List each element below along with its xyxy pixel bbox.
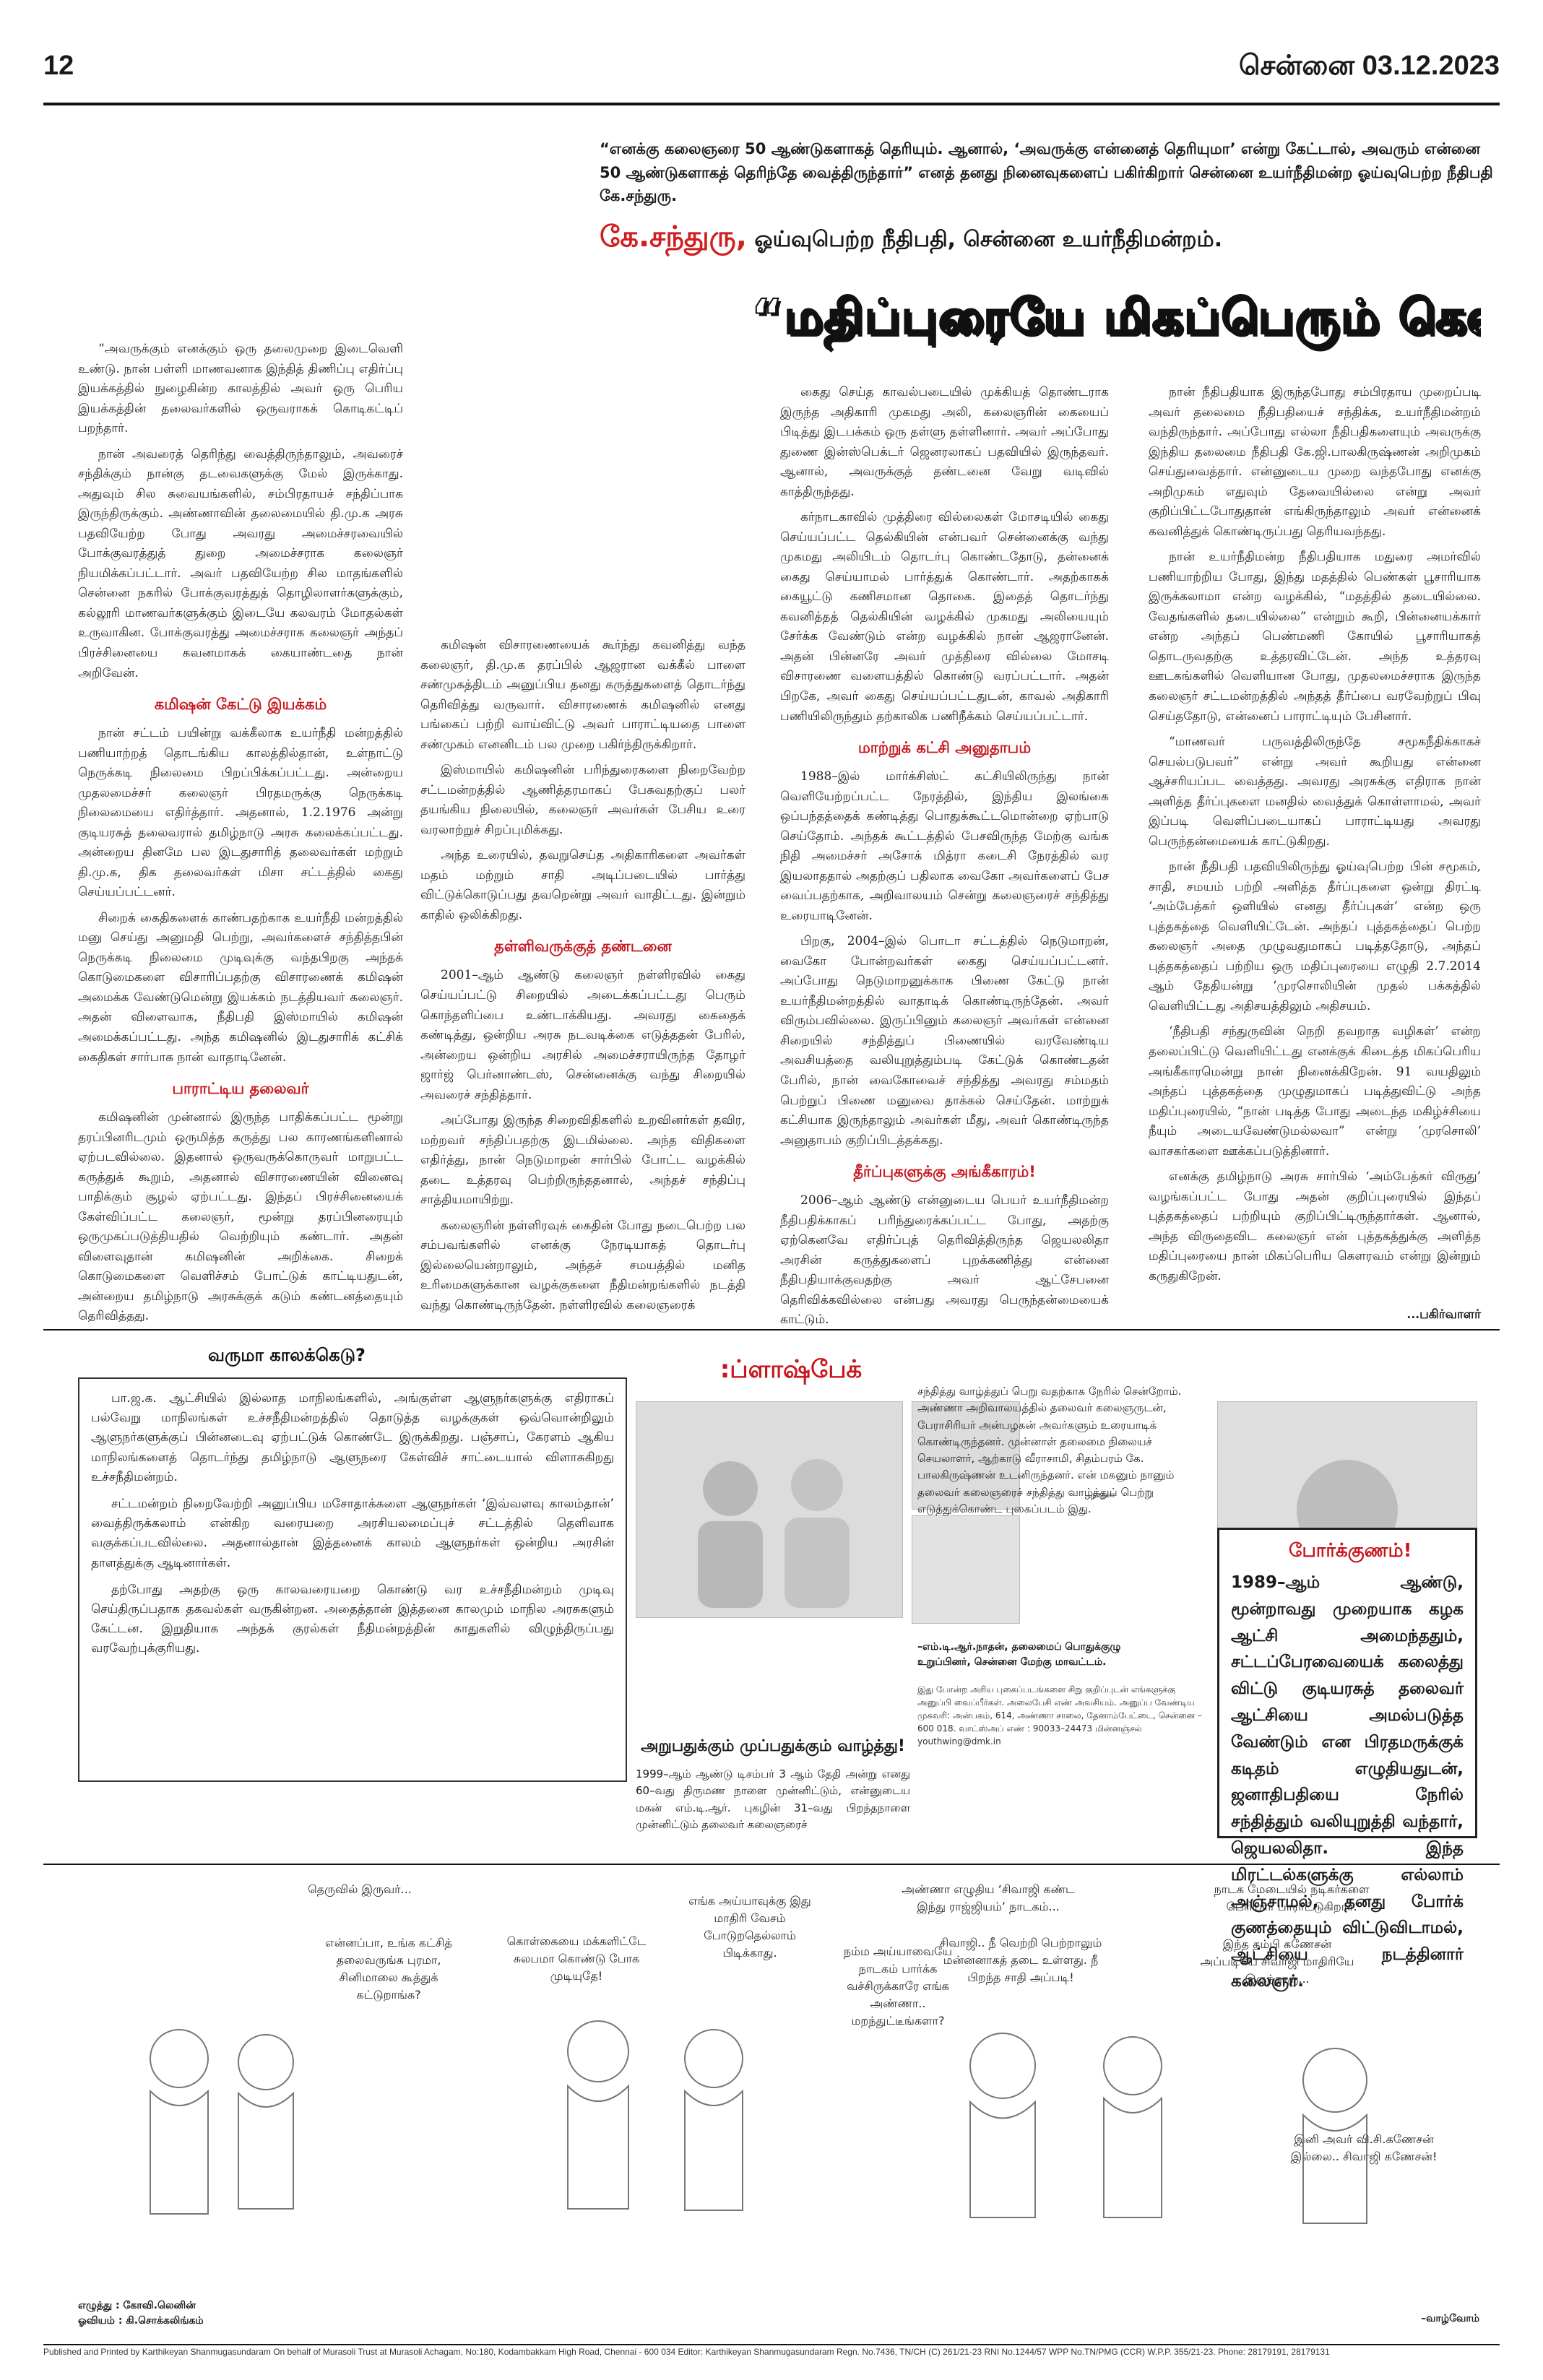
paragraph: எனக்கு தமிழ்நாடு அரசு சார்பில் ‘அம்பேத்க… <box>1149 1169 1481 1284</box>
intro-text: “எனக்கு கலைஞரை 50 ஆண்டுகளாகத் தெரியும். … <box>600 140 1493 205</box>
paragraph: கர்நாடகாவில் முத்திரை வில்லைகள் மோசடியில… <box>780 510 1109 724</box>
paragraph: நான் நீதிபதி பதவியிலிருந்து ஓய்வுபெற்ற ப… <box>1149 860 1481 1013</box>
paragraph: கலைஞரின் நள்ளிரவுக் கைதின் போது நடைபெற்ற… <box>420 1218 745 1312</box>
byline-name: கே.சந்துரு, <box>600 220 747 254</box>
article-end-mark: ...பகிர்வாளர் <box>1406 1307 1481 1322</box>
flashback-notice: இது போன்ற அரிய புகைப்படங்களை சிறு குறிப்… <box>917 1684 1203 1747</box>
byline-title: ஓய்வுபெற்ற நீதிபதி, சென்னை உயர்நீதிமன்றம… <box>754 227 1223 252</box>
paragraph: நான் உயர்நீதிமன்ற நீதிபதியாக மதுரை அமர்வ… <box>1149 550 1481 724</box>
signature-line-2: உறுப்பினர், சென்னை மேற்கு மாவட்டம். <box>917 1656 1107 1668</box>
section-rule <box>43 1864 1500 1865</box>
flashback-photo-3 <box>912 1515 1020 1624</box>
cartoon-caption: தெருவில் இருவர்... <box>308 1882 412 1896</box>
varuma-box: பா.ஜ.க. ஆட்சியில் இல்லாத மாநிலங்களில், அ… <box>78 1377 627 1782</box>
speech-bubble: கொள்கையை மக்களிட்டே சுலபமா கொண்டு போக மு… <box>506 1934 647 1983</box>
paragraph: கைது செய்த காவல்படையில் முக்கியத் தொண்டர… <box>780 385 1109 499</box>
paragraph: நான் நீதிபதியாக இருந்தபோது சம்பிரதாய முற… <box>1149 385 1481 539</box>
subheading: பாராட்டிய தலைவர் <box>172 1080 309 1098</box>
masthead: 12 சென்னை 03.12.2023 <box>43 51 1500 101</box>
continue-mark: –வாழ்வோம் <box>1421 2313 1479 2324</box>
paragraph: “அவருக்கும் எனக்கும் ஒரு தலைமுறை இடைவெளி… <box>78 342 403 436</box>
paragraph: கமிஷன் விசாரணையைக் கூர்ந்து கவனித்து வந்… <box>420 638 745 752</box>
cartoon-credits: எழுத்து : கோவி.லெனின் ஓவியம் : கி.சொக்கல… <box>78 2298 204 2329</box>
paragraph: அப்போது இருந்த சிறைவிதிகளில் உறவினர்கள் … <box>420 1113 745 1208</box>
flashback-signature: –எம்.டி.ஆர்.நாதன், தலைமைப் பொதுக்குழு உற… <box>917 1640 1206 1670</box>
byline: கே.சந்துரு, ஓய்வுபெற்ற நீதிபதி, சென்னை உ… <box>600 220 1503 257</box>
paragraph: நான் அவரைத் தெரிந்து வைத்திருந்தாலும், அ… <box>78 446 403 680</box>
cartoon-caption: அண்ணா எழுதிய ‘சிவாஜி கண்ட இந்து ராஜ்ஜியம… <box>902 1882 1075 1913</box>
paragraph: ‘நீதிபதி சந்துருவின் நெறி தவறாத வழிகள்’ … <box>1149 1024 1481 1159</box>
masthead-rule <box>43 103 1500 105</box>
paragraph: சட்டமன்றம் நிறைவேற்றி அனுப்பிய மசோதாக்கள… <box>91 1496 614 1570</box>
war-title: போர்க்குணம்! <box>1289 1540 1412 1562</box>
paragraph: அந்த உரையில், தவறுசெய்த அதிகாரிகளை அவர்க… <box>420 848 745 922</box>
paragraph: பிறகு, 2004–இல் பொடா சட்டத்தில் நெடுமாறன… <box>780 934 1109 1148</box>
page-date: சென்னை 03.12.2023 <box>1238 51 1500 81</box>
aru-text: 1999–ஆம் ஆண்டு டிசம்பர் 3 ஆம் தேதி அன்று… <box>636 1767 910 1831</box>
paragraph: சிறைக் கைதிகளைக் காண்பதற்காக உயர்நீதி மன… <box>78 910 403 1065</box>
headline: “மதிப்புரையே மிகப்பெரும் கௌரவம்!” <box>751 289 1481 345</box>
flashback-story: சந்தித்து வாழ்த்துப் பெறு வதற்காக நேரில்… <box>917 1385 1182 1515</box>
article-column-3: கைது செய்த காவல்படையில் முக்கியத் தொண்டர… <box>780 383 1109 1325</box>
credit-artist: ஓவியம் : கி.சொக்கலிங்கம் <box>78 2315 204 2327</box>
paragraph: தற்போது அதற்கு ஒரு காலவரையறை கொண்டு வர உ… <box>91 1582 614 1656</box>
varuma-title: வருமா காலக்கெடு? <box>208 1345 366 1365</box>
speech-bubble: சிவாஜி.. நீ வெற்றி பெற்றாலும் மன்னனாகத் … <box>939 1936 1102 1984</box>
subheading: தீர்ப்புகளுக்கு அங்கீகாரம்! <box>853 1163 1036 1181</box>
paragraph: 2001–ஆம் ஆண்டு கலைஞர் நள்ளிரவில் கைது செ… <box>420 968 745 1102</box>
war-box: போர்க்குணம்! 1989–ஆம் ஆண்டு, மூன்றாவது ம… <box>1217 1528 1477 1991</box>
cartoon-illustration-icon <box>150 2020 1367 2224</box>
paragraph: நான் சட்டம் பயின்று வக்கீலாக உயர்நீதி மன… <box>78 726 403 900</box>
credit-writer: எழுத்து : கோவி.லெனின் <box>78 2300 196 2311</box>
article-column-1: “அவருக்கும் எனக்கும் ஒரு தலைமுறை இடைவெளி… <box>78 339 403 1322</box>
speech-bubble: இந்த தம்பி கணேசன் அப்படியே சிவாஜி மாதிரி… <box>1200 1937 1354 1986</box>
paragraph: இஸ்மாயில் கமிஷனின் பரிந்துரைகளை நிறைவேற்… <box>420 763 745 837</box>
photo-caption: நாதன் <box>1091 1489 1115 1500</box>
subheading: கமிஷன் கேட்டு இயக்கம் <box>154 696 327 714</box>
signature-line-1: –எம்.டி.ஆர்.நாதன், தலைமைப் பொதுக்குழு <box>917 1641 1121 1653</box>
footer-rule <box>43 2344 1500 2345</box>
subheading: மாற்றுக் கட்சி அனுதாபம் <box>857 739 1032 757</box>
flashback-photo-1 <box>636 1401 903 1618</box>
paragraph: “மாணவர் பருவத்திலிருந்தே சமூகநீதிக்காகச்… <box>1149 735 1481 849</box>
footer-imprint: Published and Printed by Karthikeyan Sha… <box>43 2347 1330 2357</box>
article-column-2: கமிஷன் விசாரணையைக் கூர்ந்து கவனித்து வந்… <box>420 636 745 1325</box>
speech-bubble: எங்க அய்யாவுக்கு இது மாதிரி வேசம் போடுறத… <box>688 1894 811 1960</box>
section-rule <box>43 1329 1500 1330</box>
flashback-photo-2 <box>912 1401 1020 1510</box>
subheading: தள்ளிவருக்குத் தண்டனை <box>494 938 672 956</box>
war-text: 1989–ஆம் ஆண்டு, மூன்றாவது முறையாக கழக ஆட… <box>1231 1573 1464 1991</box>
speech-bubble: இனி அவர் வி.சி.கணேசன் இல்லை.. சிவாஜி கணே… <box>1290 2132 1438 2163</box>
aru-title: அறுபதுக்கும் முப்பதுக்கும் வாழ்த்து! <box>641 1737 905 1755</box>
paragraph: கமிஷனின் முன்னால் இருந்த பாதிக்கப்பட்ட ம… <box>78 1110 403 1322</box>
flashback-title: :ப்ளாஷ்பேக் <box>719 1355 863 1384</box>
page-number: 12 <box>43 51 74 81</box>
photo-placeholder-icon <box>636 1402 902 1617</box>
paragraph: 2006–ஆம் ஆண்டு என்னுடைய பெயர் உயர்நீதிமன… <box>780 1193 1109 1325</box>
varuma-section: வருமா காலக்கெடு? பா.ஜ.க. ஆட்சியில் இல்லா… <box>78 1345 627 1793</box>
paragraph: 1988–இல் மார்க்சிஸ்ட் கட்சியிலிருந்து நா… <box>780 769 1109 923</box>
article-column-4: நான் நீதிபதியாக இருந்தபோது சம்பிரதாய முற… <box>1149 383 1481 1307</box>
speech-bubble: நம்ம அய்யாவையே நாடகம் பார்க்க வச்சிருக்க… <box>843 1944 953 2028</box>
cartoon-caption: நாடக மேடையில் நடிகர்களை பெரியார் பாராட்ட… <box>1214 1882 1370 1913</box>
cartoon-strip: தெருவில் இருவர்... என்னப்பா, உங்க கட்சித… <box>78 1878 1479 2355</box>
speech-bubble: என்னப்பா, உங்க கட்சித் தலைவருங்க புரமா, … <box>325 1936 452 2002</box>
paragraph: பா.ஜ.க. ஆட்சியில் இல்லாத மாநிலங்களில், அ… <box>91 1391 614 1484</box>
